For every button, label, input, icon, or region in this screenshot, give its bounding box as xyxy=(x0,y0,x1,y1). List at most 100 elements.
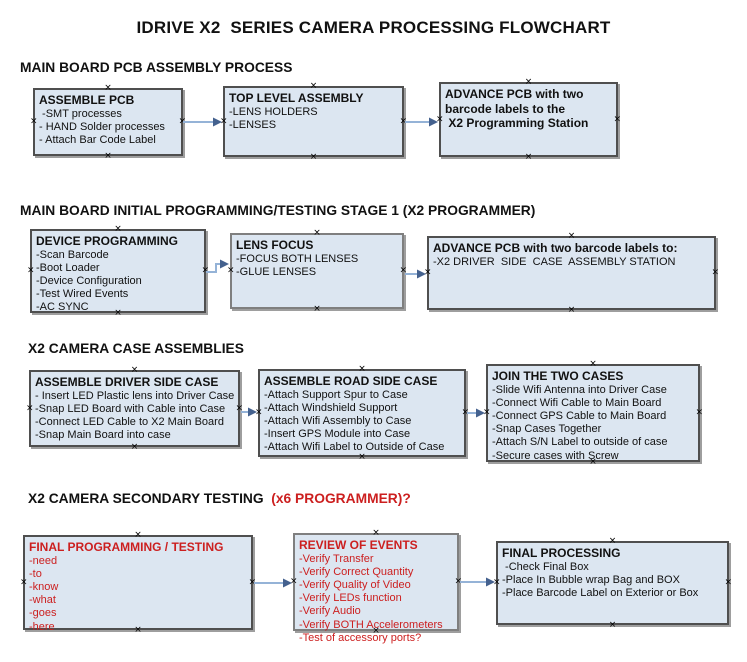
box-item: -Verify Quality of Video xyxy=(299,579,411,591)
connection-handle-icon: × xyxy=(309,152,318,162)
flow-arrow xyxy=(241,407,257,417)
box-item: -GLUE LENSES xyxy=(236,265,317,278)
process-box-final-processing: FINAL PROCESSING -Check Final Box-Place … xyxy=(493,537,732,630)
section-heading-black-part: X2 CAMERA SECONDARY TESTING xyxy=(28,491,264,506)
box-item: -what xyxy=(29,594,56,607)
box-item: -Scan Barcode xyxy=(36,248,109,261)
box-item: -Device Configuration xyxy=(36,275,142,287)
box-title: ADVANCE PCB with two barcode labels to: xyxy=(433,241,678,255)
flow-arrow xyxy=(405,117,438,127)
process-box-advance-pcb-case-assembly: ADVANCE PCB with two barcode labels to: … xyxy=(424,232,719,315)
box-items: -FOCUS BOTH LENSES-GLUE LENSES xyxy=(232,253,402,279)
process-box-join-the-two-cases: JOIN THE TWO CASES -Slide Wifi Antenna i… xyxy=(483,360,703,467)
box-items: -Scan Barcode-Boot Loader-Device Configu… xyxy=(32,249,204,315)
flow-arrow xyxy=(405,269,426,279)
box-item: -Connect LED Cable to X2 Main Board xyxy=(35,416,224,428)
box-title: ASSEMBLE DRIVER SIDE CASE xyxy=(35,375,219,389)
box-item: -Verify Correct Quantity xyxy=(299,565,414,578)
box-title: DEVICE PROGRAMMING xyxy=(36,234,179,248)
box-item: -Slide Wifi Antenna into Driver Case xyxy=(492,383,667,396)
box-item: -Connect GPS Cable to Main Board xyxy=(492,410,667,422)
box-item: -Place In Bubble wrap Bag and BOX xyxy=(502,573,680,586)
box-item: -Test of accessory ports? xyxy=(299,631,422,644)
box-title: REVIEW OF EVENTS xyxy=(299,538,418,552)
flow-arrow xyxy=(183,117,222,127)
box-item: -AC SYNC xyxy=(36,301,89,314)
box-item: -to xyxy=(29,567,42,580)
box-item: -Boot Loader xyxy=(36,261,100,274)
box-item: -here xyxy=(29,620,55,633)
connection-handle-icon: × xyxy=(130,442,139,452)
box-title: LENS FOCUS xyxy=(236,238,314,252)
section-heading-initial-programming: MAIN BOARD INITIAL PROGRAMMING/TESTING S… xyxy=(20,203,536,218)
connection-handle-icon: × xyxy=(424,267,432,278)
box-item: -Place Barcode Label on Exterior or Box xyxy=(502,587,699,599)
process-box-assemble-road-side-case: ASSEMBLE ROAD SIDE CASE -Attach Support … xyxy=(255,365,469,462)
flow-arrow xyxy=(460,577,495,587)
box-item: -LENS HOLDERS xyxy=(229,105,318,118)
box-items: -SMT processes- HAND Solder processes- A… xyxy=(35,108,181,148)
box-item: -Check Final Box xyxy=(502,560,589,573)
box-item: -Attach Wifi Label to Outside of Case xyxy=(264,441,445,454)
connection-handle-icon: × xyxy=(524,152,533,162)
box-item: -Verify BOTH Accelerometers xyxy=(299,618,443,631)
connection-handle-icon: × xyxy=(104,151,112,161)
box-item: - HAND Solder processes xyxy=(39,120,165,133)
page-title: IDRIVE X2 SERIES CAMERA PROCESSING FLOWC… xyxy=(136,18,611,37)
box-title: ASSEMBLE ROAD SIDE CASE xyxy=(264,374,438,388)
box-item: -Connect Wifi Cable to Main Board xyxy=(492,396,662,409)
connection-handle-icon: × xyxy=(567,305,576,315)
box-title: ADVANCE PCB with two barcode labels to t… xyxy=(445,87,589,131)
flow-arrow xyxy=(254,578,292,588)
connection-handle-icon: × xyxy=(313,304,321,314)
box-item: -Test Wired Events xyxy=(36,288,129,301)
box-items: - Insert LED Plastic lens into Driver Ca… xyxy=(31,390,238,443)
connection-handle-icon: × xyxy=(711,267,719,278)
box-item: -Attach Wifi Assembly to Case xyxy=(264,415,412,427)
box-item: -Verify LEDs function xyxy=(299,592,402,605)
process-box-top-level-assembly: TOP LEVEL ASSEMBLY -LENS HOLDERS-LENSES … xyxy=(220,82,407,162)
flow-arrow xyxy=(467,408,485,418)
process-box-assemble-driver-side-case: ASSEMBLE DRIVER SIDE CASE - Insert LED P… xyxy=(26,366,243,452)
box-item: -SMT processes xyxy=(39,107,122,120)
box-item: -Secure cases with Screw xyxy=(492,449,619,462)
box-item: -Snap LED Board with Cable into Case xyxy=(35,402,226,415)
box-title: FINAL PROGRAMMING / TESTING xyxy=(29,540,224,554)
process-box-assemble-pcb: ASSEMBLE PCB -SMT processes- HAND Solder… xyxy=(30,84,186,161)
box-items: -need-to-know-what-goes-here xyxy=(25,555,251,634)
box-title: ASSEMBLE PCB xyxy=(39,93,135,107)
box-item: -Attach Support Spur to Case xyxy=(264,388,408,401)
box-items: -LENS HOLDERS-LENSES xyxy=(225,106,402,132)
box-item: -X2 DRIVER SIDE CASE ASSEMBLY STATION xyxy=(433,255,676,268)
box-item: -Verify Audio xyxy=(299,605,361,618)
box-item: -Snap Cases Together xyxy=(492,423,602,436)
process-box-advance-pcb-programming-station: ADVANCE PCB with two barcode labels to t… xyxy=(436,78,621,162)
box-item: -Insert GPS Module into Case xyxy=(264,428,411,441)
box-item: -Attach Windshield Support xyxy=(264,401,398,414)
section-heading-red-part: (x6 PROGRAMMER)? xyxy=(263,491,411,506)
box-items: -Attach Support Spur to Case-Attach Wind… xyxy=(260,389,464,455)
box-item: -know xyxy=(29,581,59,593)
process-box-lens-focus: LENS FOCUS -FOCUS BOTH LENSES-GLUE LENSE… xyxy=(227,229,407,314)
section-heading-secondary-testing: X2 CAMERA SECONDARY TESTING (x6 PROGRAMM… xyxy=(28,491,411,506)
box-item: -goes xyxy=(29,607,57,620)
box-items: -X2 DRIVER SIDE CASE ASSEMBLY STATION xyxy=(429,256,714,269)
flow-arrow xyxy=(206,259,229,273)
box-items: -Check Final Box-Place In Bubble wrap Ba… xyxy=(498,561,727,601)
process-box-final-programming-testing: FINAL PROGRAMMING / TESTING -need-to-kno… xyxy=(20,531,256,635)
process-box-review-of-events: REVIEW OF EVENTS -Verify Transfer-Verify… xyxy=(290,529,462,644)
box-item: -need xyxy=(29,554,58,567)
box-item: -Attach S/N Label to outside of case xyxy=(492,436,668,449)
section-heading-case-assemblies: X2 CAMERA CASE ASSEMBLIES xyxy=(28,341,244,356)
box-title: JOIN THE TWO CASES xyxy=(492,369,624,383)
section-heading-pcb-assembly: MAIN BOARD PCB ASSEMBLY PROCESS xyxy=(20,60,293,75)
box-item: - Attach Bar Code Label xyxy=(39,134,156,146)
box-item: -Snap Main Board into case xyxy=(35,429,171,442)
process-box-device-programming: DEVICE PROGRAMMING -Scan Barcode-Boot Lo… xyxy=(27,225,209,318)
box-title: FINAL PROCESSING xyxy=(502,546,621,560)
box-title: TOP LEVEL ASSEMBLY xyxy=(229,91,364,105)
box-item: -Verify Transfer xyxy=(299,552,374,565)
box-items: -Slide Wifi Antenna into Driver Case-Con… xyxy=(488,384,698,463)
connection-handle-icon: × xyxy=(358,452,366,462)
